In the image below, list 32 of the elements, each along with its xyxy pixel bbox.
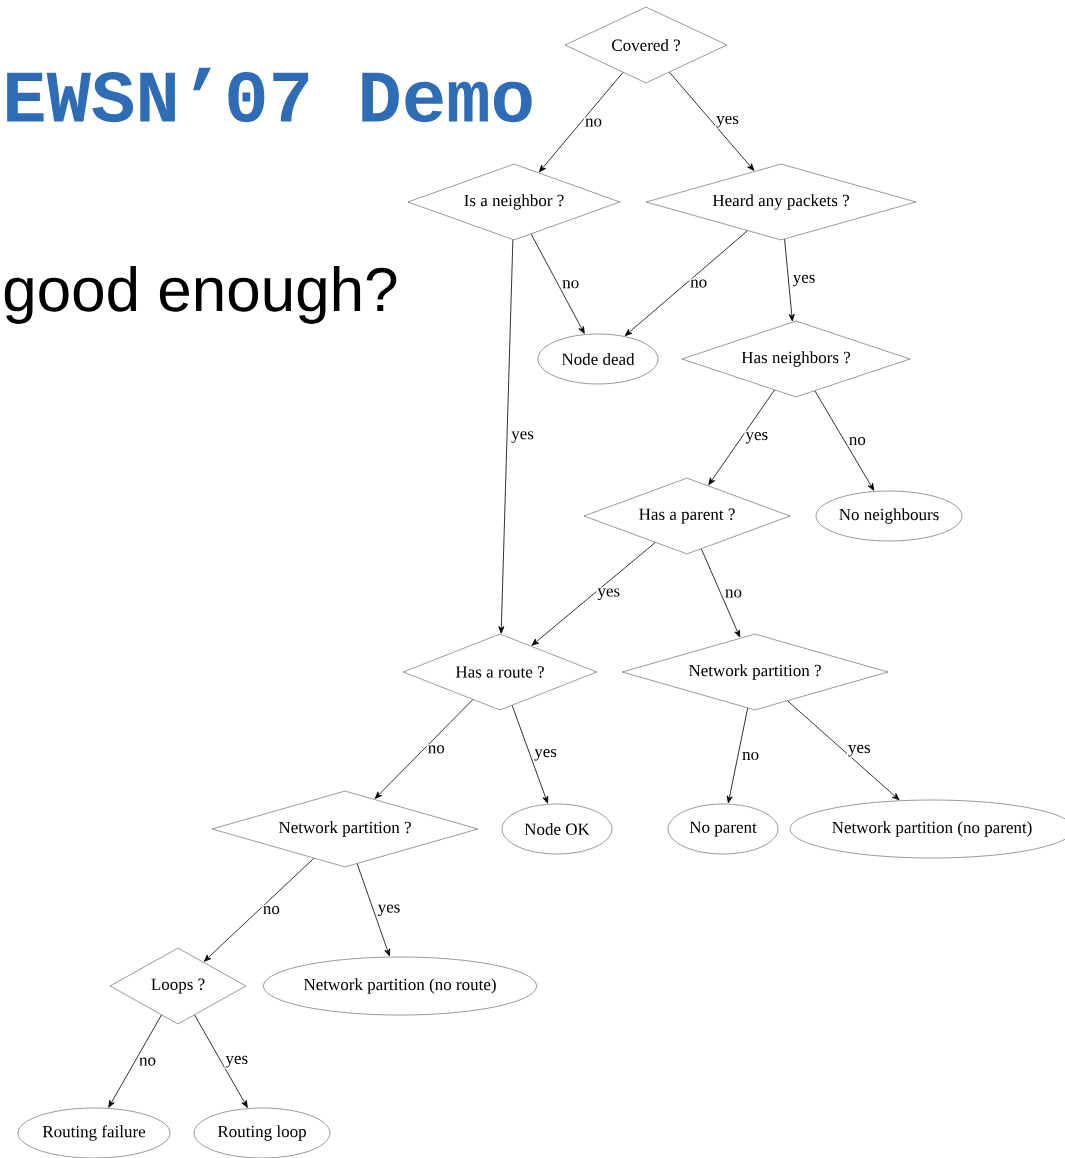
edge-label: no — [847, 436, 867, 447]
arrow — [669, 71, 755, 171]
edge-label: no — [138, 1056, 157, 1067]
slide-text: good enough? — [4, 266, 397, 324]
edge-label: no — [724, 588, 743, 599]
edge-label: no — [426, 744, 446, 755]
arrow — [814, 390, 875, 491]
edge-label: no — [584, 117, 604, 128]
edge-label: no — [689, 278, 709, 289]
arrow — [498, 239, 514, 634]
arrow — [624, 230, 748, 337]
edge-label: no — [261, 905, 281, 916]
arrow — [708, 389, 775, 486]
arrow — [726, 707, 749, 804]
arrow — [539, 71, 624, 173]
arrow — [374, 699, 474, 799]
arrow — [356, 863, 391, 957]
arrow — [530, 233, 585, 334]
arrow — [787, 700, 900, 801]
arrow — [784, 238, 795, 322]
arrow — [511, 705, 549, 804]
slide-title: EWSN’07 Demo — [7, 67, 532, 123]
edge-label: yes — [596, 587, 622, 602]
arrow — [203, 857, 315, 962]
arrow — [700, 548, 741, 638]
edge-label: no — [741, 750, 761, 762]
edge-label: no — [561, 279, 581, 290]
edge-label: yes — [376, 903, 402, 918]
arrow — [531, 542, 656, 646]
arrow — [194, 1014, 248, 1108]
edge-label: yes — [510, 430, 535, 444]
arrow — [108, 1014, 162, 1108]
